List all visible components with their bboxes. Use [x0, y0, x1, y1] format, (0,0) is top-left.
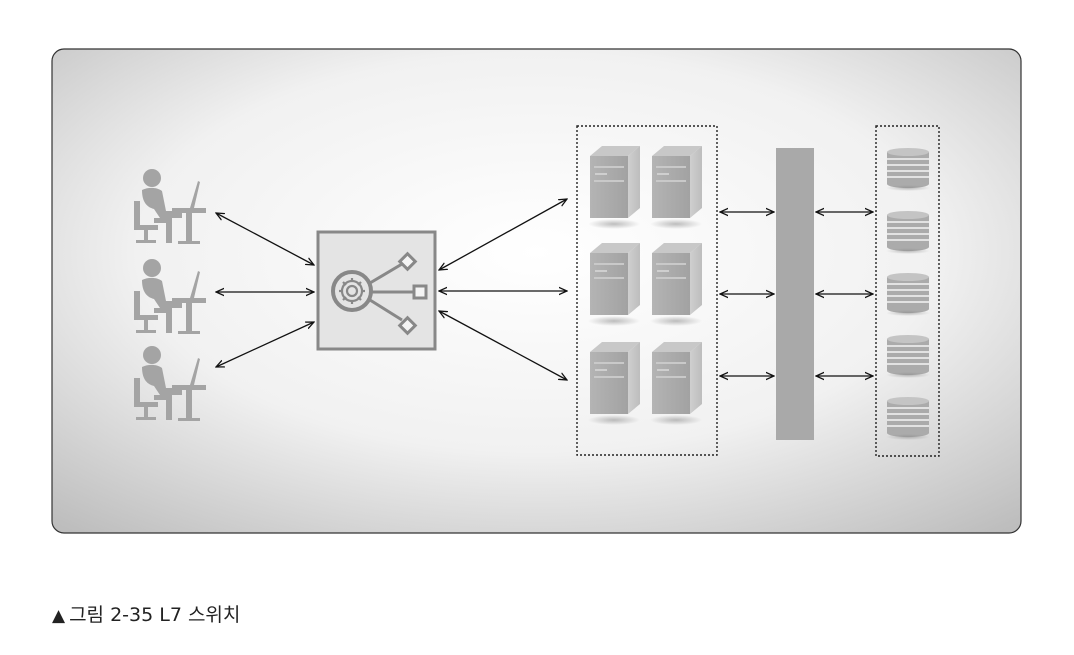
routing-branches-icon: [369, 251, 428, 336]
caption-marker: ▲: [52, 606, 66, 626]
network-bus-bar: [776, 148, 814, 440]
database-icon: [886, 148, 930, 191]
l7-switch: [316, 230, 437, 351]
database-icon: [886, 273, 930, 316]
server-group: [576, 125, 718, 456]
database-icon: [886, 211, 930, 254]
database-icon: [886, 335, 930, 378]
caption-text: 그림 2-35 L7 스위치: [69, 604, 241, 626]
database-icon: [886, 397, 930, 440]
database-group: [875, 125, 940, 457]
l7-switch-diagram: [51, 48, 1022, 534]
figure-caption: ▲그림 2-35 L7 스위치: [52, 600, 240, 627]
switch-server-links: [439, 199, 567, 380]
bus-database-links: [816, 212, 873, 376]
user-switch-links: [216, 213, 314, 367]
server-bus-links: [720, 212, 774, 376]
